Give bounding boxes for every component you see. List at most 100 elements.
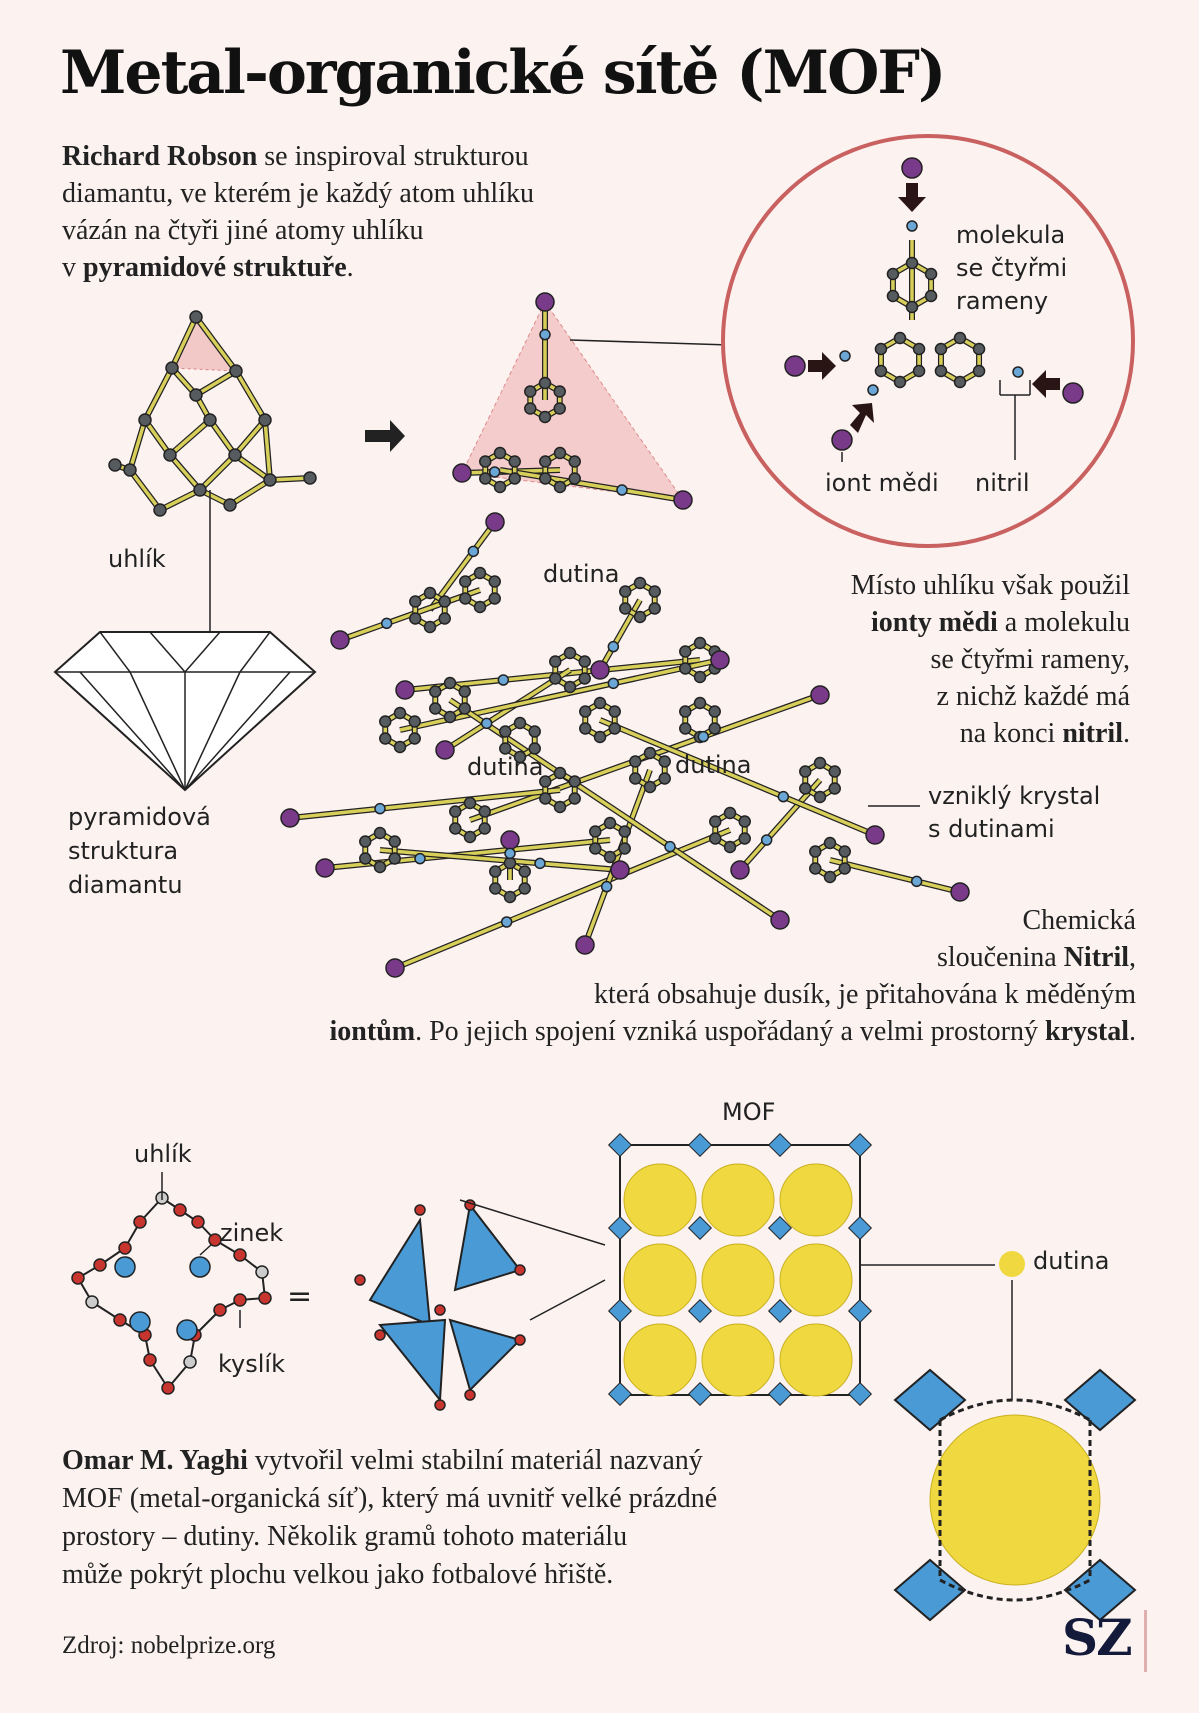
carbon-atom [708,722,721,735]
carbon-atom [693,670,707,684]
copper-ion [673,490,693,510]
carbon-atom [538,410,552,424]
nitrogen-atom [616,484,628,496]
carbon-atom [488,592,501,605]
nitrogen-atom [839,350,851,362]
carbon-atom [458,702,471,715]
zinc-atom [189,1256,211,1278]
bond [499,468,684,502]
carbon-atom [579,705,592,718]
bond [168,453,202,492]
diamond-label-line: diamantu [68,871,183,899]
crystal-label-line: s dutinami [928,815,1055,843]
nitrogen-atom [414,852,426,865]
cavity-label-right: dutina [675,751,752,779]
carbon-atom [499,725,512,738]
zinc-node [607,1215,633,1241]
zinc-node [847,1381,873,1407]
carbon-atom [463,796,477,810]
carbon-atom [373,826,387,840]
intro-line4-pre: v [62,252,83,283]
nitrogen-atom [760,834,773,846]
yaghi-line: prostory – dutiny. Několik gramů tohoto … [62,1521,628,1552]
equals-sign: = [287,1279,313,1314]
zinc-node [847,1215,873,1241]
carbon-atom [679,705,692,718]
carbon-atom [518,865,531,878]
carbon-atom [553,800,567,814]
cavity-sphere [779,1163,853,1237]
carbon-atom [618,842,631,855]
carbon-atom [153,503,167,517]
copper-ion [500,830,520,850]
carbon-atom [165,361,179,375]
yaghi-name: Omar M. Yaghi [62,1445,248,1476]
nitrile-bold: Nitril [1063,942,1129,973]
carbon-atom [679,722,692,735]
carbon-atom [568,775,581,788]
leader-line [459,1199,606,1246]
nitrogen-atom [380,617,393,630]
intro-line3: vázán na čtyři jiné atomy uhlíku [62,215,424,246]
nitrogen-atom [607,640,620,653]
copper-ion [590,660,610,680]
bond [194,315,238,373]
carbon-atom [709,832,722,845]
oxygen-atom [191,1215,205,1229]
intro-line4-post: . [346,252,354,283]
copper-ion [710,650,730,670]
zinc-node [687,1381,713,1407]
intro-line4-bold: pyramidové struktuře [83,252,347,283]
carbon-atom [553,402,566,415]
carbon-atom [693,696,707,710]
bond [168,418,212,457]
zinc-node [687,1215,713,1241]
carbon-atom [499,742,512,755]
nitrogen-atom [488,466,501,478]
carbon-atom [563,680,577,694]
zinc-tetrahedron [448,1318,522,1392]
carbon-atom [838,862,851,875]
nitrogen-atom [777,790,790,803]
carbon-atom [912,364,926,378]
carbon-atom [223,498,237,512]
oxygen-atom [464,1389,476,1401]
molecule-label: molekula se čtyřmi rameny [956,219,1067,318]
carbon-atom [488,575,501,588]
crystal-label: vzniklý krystal s dutinami [928,780,1100,846]
carbon-atom [163,448,177,462]
zinc-cluster [1063,1558,1137,1622]
source-text: Zdroj: nobelprize.org [62,1632,276,1659]
oxygen-atom [143,1353,157,1367]
oxygen-atom [133,1215,147,1229]
copper-line: Místo uhlíku však použil [850,570,1130,601]
carbon-atom [633,576,647,590]
carbon-atom [438,595,451,608]
carbon-atom [388,852,401,865]
zinc-label: zinek [220,1219,284,1247]
carbon-atom [379,715,392,728]
bond [170,316,198,369]
arrow-right-icon [365,420,405,452]
bond [208,418,237,457]
carbon-atom [813,756,827,770]
oxygen-atom [233,1293,247,1307]
bond [229,478,271,507]
carbon-atom [549,655,562,668]
carbon-atom [589,842,602,855]
gem-facet [79,671,186,791]
zinc-atom [129,1311,151,1333]
cavity-sphere [701,1323,775,1397]
carbon-atom [189,388,203,402]
nitrile-bold: iontům [329,1016,416,1047]
carbon-atom [972,364,986,378]
copper-ion [901,157,923,179]
zinc-tetrahedron [368,1216,432,1327]
carbon-atom [608,722,621,735]
nitrile-label: nitril [975,469,1030,497]
carbon-atom [629,772,642,785]
carbon-atom [258,413,272,427]
cavity-sphere [623,1323,697,1397]
cavity-sphere [701,1243,775,1317]
